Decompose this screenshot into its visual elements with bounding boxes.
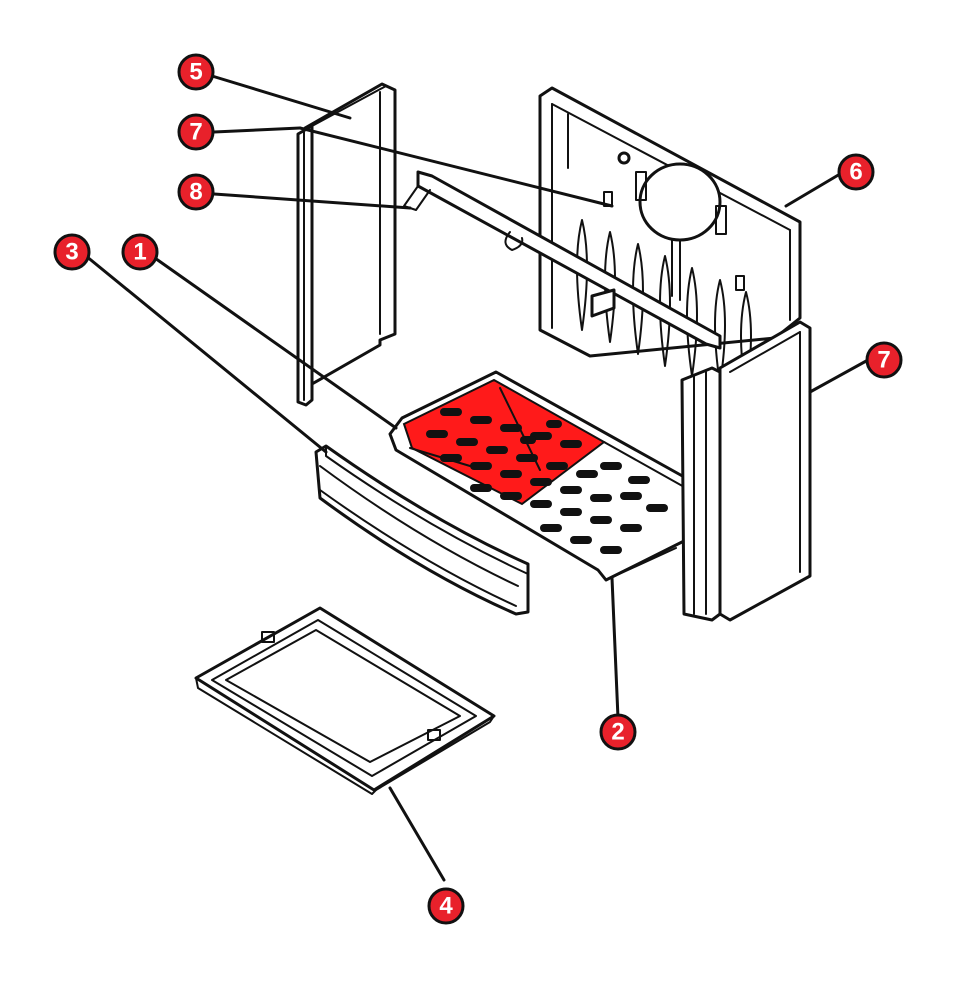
leader-7b	[808, 358, 870, 394]
leader-3	[84, 254, 328, 454]
leader-8	[212, 192, 412, 210]
leader-1	[150, 254, 398, 430]
leader-lines	[84, 74, 870, 882]
svg-text:4: 4	[439, 893, 453, 920]
leader-2	[610, 576, 620, 720]
svg-text:8: 8	[189, 179, 202, 206]
callout-6: 6	[837, 153, 875, 191]
svg-text:3: 3	[65, 239, 78, 266]
leader-7a	[212, 126, 302, 134]
callout-7b: 7	[865, 341, 903, 379]
svg-text:7: 7	[189, 119, 202, 146]
grate	[388, 370, 688, 582]
leader-5	[210, 74, 352, 120]
svg-text:5: 5	[189, 59, 202, 86]
right-side-panel	[680, 320, 812, 622]
front-fret	[314, 444, 530, 616]
leader-4	[388, 786, 446, 882]
throat-bar	[403, 170, 722, 350]
svg-text:1: 1	[133, 239, 146, 266]
leader-7a-back	[298, 126, 614, 208]
callout-3: 3	[53, 233, 91, 271]
ash-pan	[194, 606, 496, 795]
callout-2: 2	[599, 713, 637, 751]
svg-text:2: 2	[611, 719, 624, 746]
callout-1: 1	[121, 233, 159, 271]
grate-slots	[426, 408, 668, 554]
svg-text:6: 6	[849, 159, 862, 186]
svg-text:7: 7	[877, 347, 890, 374]
callout-7a: 7	[177, 113, 215, 151]
left-side-panel	[296, 82, 397, 407]
callout-5: 5	[177, 53, 215, 91]
leader-6	[784, 172, 842, 208]
callout-8: 8	[177, 173, 215, 211]
callout-4: 4	[427, 887, 465, 925]
